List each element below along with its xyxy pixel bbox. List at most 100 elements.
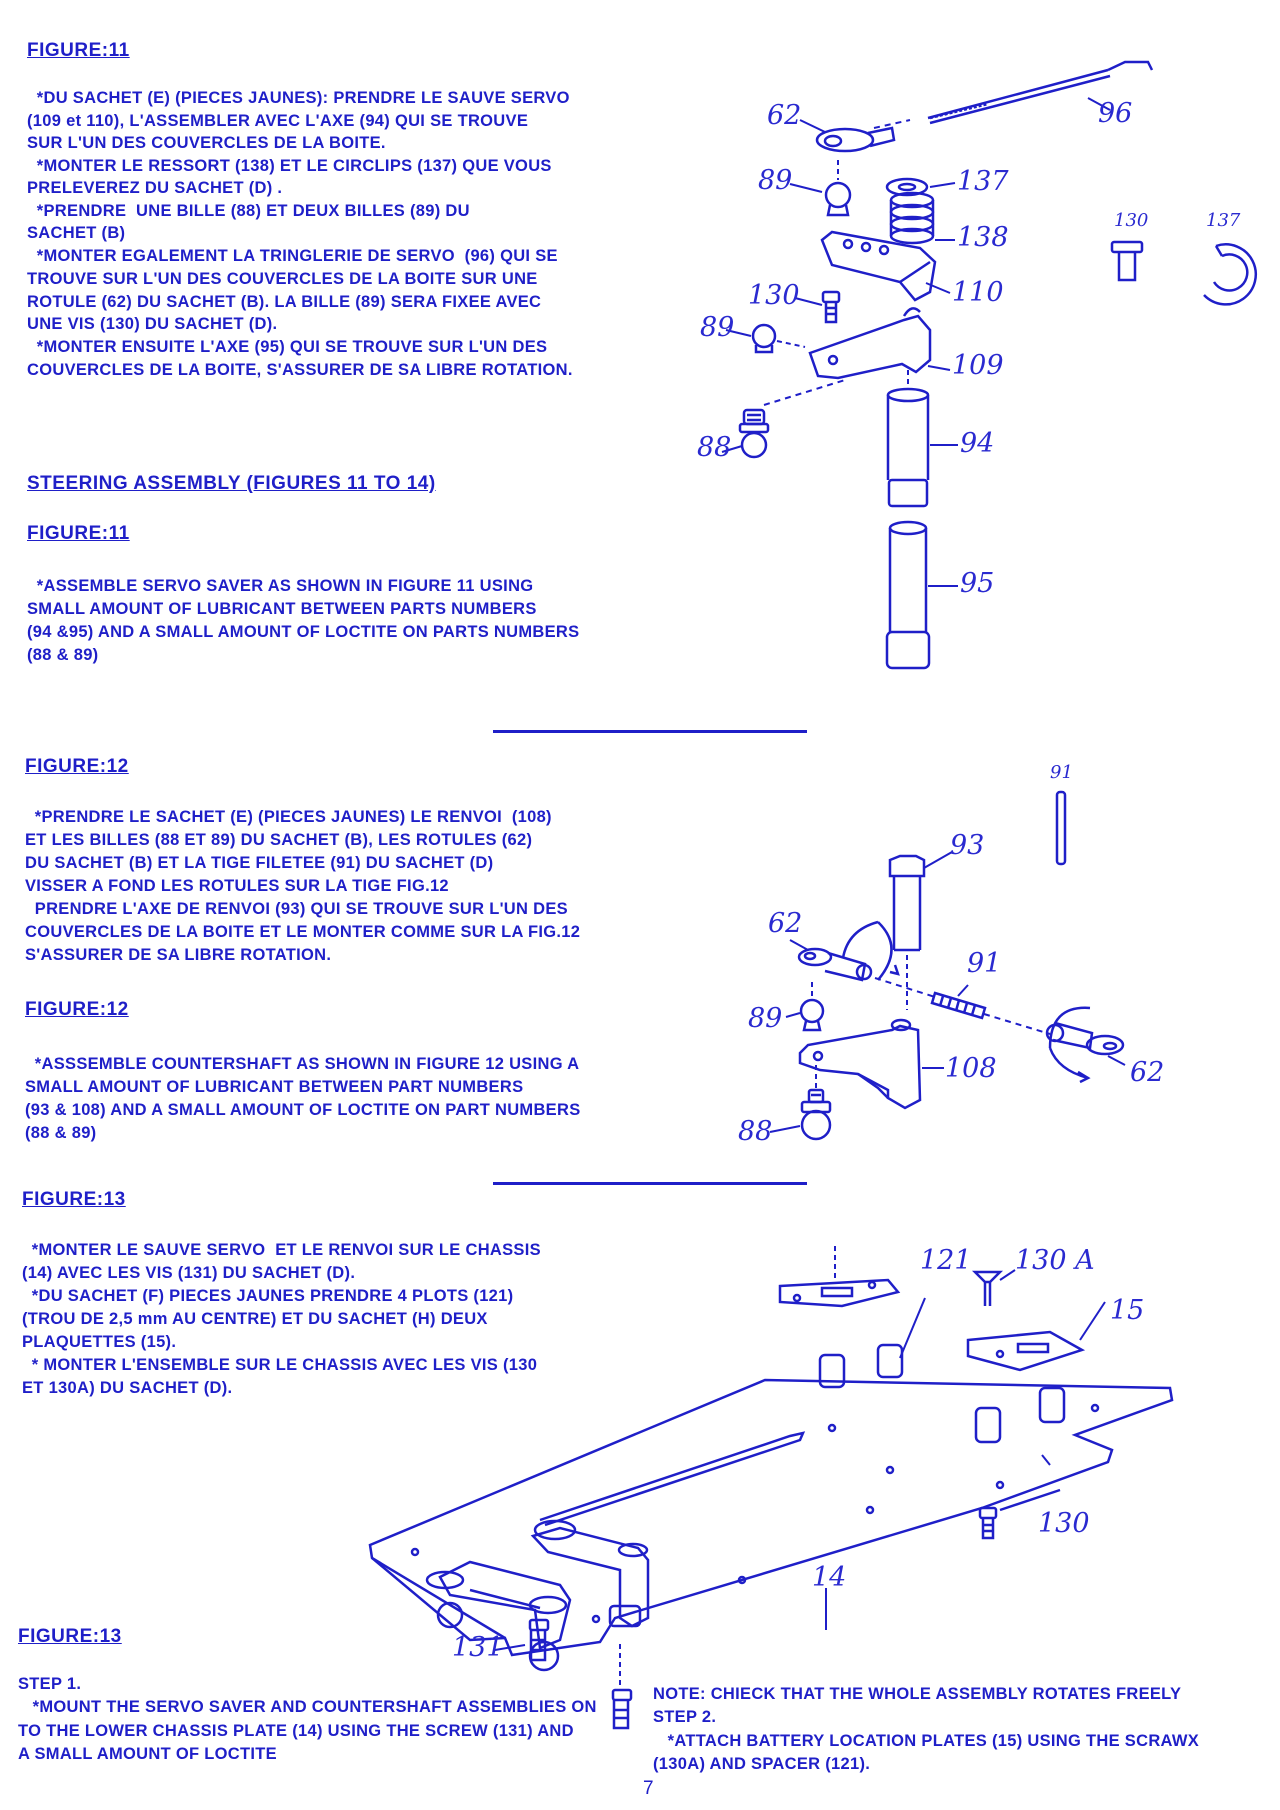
ball-89 — [826, 160, 850, 215]
battery-location-plate-15-left — [780, 1246, 898, 1306]
figure-12-fr-line: COUVERCLES DE LA BOITE ET LE MONTER COMM… — [25, 923, 581, 941]
figure-12-fr-heading: FIGURE:12 — [25, 756, 129, 777]
part-label: 89 — [700, 312, 735, 343]
ball-cup-62-left — [799, 922, 898, 980]
figure-11-fr-line: COUVERCLES DE LA BOITE, S'ASSURER DE SA … — [27, 361, 573, 379]
servo-saver-109 — [810, 308, 930, 378]
figure-11-fr-line: TROUVE SUR L'UN DES COUVERCLES DE LA BOI… — [27, 270, 538, 288]
figure-12-fr-line: S'ASSURER DE SA LIBRE ROTATION. — [25, 946, 332, 964]
figure-12-en-heading: FIGURE:12 — [25, 999, 129, 1020]
figure-13-fr-line: (TROU DE 2,5 mm AU CENTRE) ET DU SACHET … — [22, 1310, 488, 1328]
figure-13-en-line: STEP 1. — [18, 1675, 82, 1693]
part-label: 89 — [758, 165, 793, 196]
threaded-rod-91 — [1057, 792, 1065, 864]
servo-saver-arm-110 — [822, 232, 935, 300]
servo-linkage-rod-96 — [874, 62, 1152, 128]
part-label: 14 — [812, 1562, 847, 1593]
part-label: 91 — [1050, 762, 1073, 783]
figure-13-fr-line: *MONTER LE SAUVE SERVO ET LE RENVOI SUR … — [22, 1241, 541, 1259]
part-label: 15 — [1110, 1295, 1145, 1326]
figure-11-fr-line: PRELEVEREZ DU SACHET (D) . — [27, 179, 283, 197]
figure-12-fr-line: PRENDRE L'AXE DE RENVOI (93) QUI SE TROU… — [25, 900, 568, 918]
part-label: 130 — [1038, 1508, 1090, 1539]
servo-linkage-rod — [540, 1433, 803, 1525]
circlip-137-detail — [1204, 244, 1256, 304]
figure-12-en-line: (93 & 108) AND A SMALL AMOUNT OF LOCTITE… — [25, 1101, 581, 1119]
shaft-94 — [888, 370, 928, 506]
spacer-121 — [820, 1345, 1064, 1442]
spring-138 — [891, 193, 933, 243]
countershaft-axle-93 — [890, 856, 924, 1010]
figure-11-en-line: (88 & 89) — [27, 646, 99, 664]
ball-89 — [801, 982, 823, 1030]
part-label: 131 — [452, 1632, 504, 1663]
figure-12-en-line: (88 & 89) — [25, 1124, 97, 1142]
figure-13-drawing — [0, 1240, 1280, 1780]
figure-13-fr-line: (14) AVEC LES VIS (131) DU SACHET (D). — [22, 1264, 356, 1282]
divider-rule — [493, 730, 807, 733]
figure-11-fr-heading: FIGURE:11 — [27, 40, 130, 61]
screw-130A — [975, 1272, 1000, 1306]
figure-13-fr-line: * MONTER L'ENSEMBLE SUR LE CHASSIS AVEC … — [22, 1356, 538, 1374]
part-label: 96 — [1098, 98, 1133, 129]
figure-12-en-line: *ASSSEMBLE COUNTERSHAFT AS SHOWN IN FIGU… — [25, 1055, 580, 1073]
figure-12-fr-line: *PRENDRE LE SACHET (E) (PIECES JAUNES) L… — [25, 808, 552, 826]
part-label: 110 — [952, 277, 1004, 308]
servo-saver-assembly — [533, 1521, 648, 1626]
countershaft-arm-108 — [800, 1020, 920, 1108]
figure-13-fr-line: ET 130A) DU SACHET (D). — [22, 1379, 233, 1397]
part-label: 62 — [768, 908, 803, 939]
figure-12-fr-line: DU SACHET (B) ET LA TIGE FILETEE (91) DU… — [25, 854, 494, 872]
figure-12-fr-line: ET LES BILLES (88 ET 89) DU SACHET (B), … — [25, 831, 533, 849]
page-number: 7 — [643, 1778, 654, 1799]
screw-130-detail — [1112, 242, 1142, 280]
figure-11-fr-line: *MONTER LE RESSORT (138) ET LE CIRCLIPS … — [27, 157, 552, 175]
figure-13-note-line: STEP 2. — [653, 1708, 717, 1726]
figure-11-fr-line: *MONTER EGALEMENT LA TRINGLERIE DE SERVO… — [27, 247, 558, 265]
figure-13-note-line: *ATTACH BATTERY LOCATION PLATES (15) USI… — [653, 1732, 1200, 1750]
figure-11-fr-line: *PRENDRE UNE BILLE (88) ET DEUX BILLES (… — [27, 202, 470, 220]
part-label: 89 — [748, 1003, 783, 1034]
figure-11-fr-line: UNE VIS (130) DU SACHET (D). — [27, 315, 278, 333]
figure-12-fr-line: VISSER A FOND LES ROTULES SUR LA TIGE FI… — [25, 877, 449, 895]
ball-88 — [802, 1065, 830, 1139]
figure-11-fr-line: *DU SACHET (E) (PIECES JAUNES): PRENDRE … — [27, 89, 570, 107]
circlip-137 — [887, 179, 927, 195]
battery-location-plate-15-right — [968, 1332, 1082, 1370]
figure-11-fr-line: SACHET (B) — [27, 224, 126, 242]
part-label: 109 — [952, 350, 1004, 381]
part-label: 88 — [697, 432, 732, 463]
figure-13-fr-line: PLAQUETTES (15). — [22, 1333, 177, 1351]
ball-cup-62 — [817, 128, 894, 151]
figure-12-en-line: SMALL AMOUNT OF LUBRICANT BETWEEN PART N… — [25, 1078, 524, 1096]
figure-13-note-line: NOTE: CHIECK THAT THE WHOLE ASSEMBLY ROT… — [653, 1685, 1182, 1703]
figure-13-fr-heading: FIGURE:13 — [22, 1189, 126, 1210]
part-label: 130 — [748, 280, 800, 311]
ball-cup-62-right — [1047, 1008, 1123, 1082]
part-label: 137 — [957, 166, 1009, 197]
figure-13-note-line: (130A) AND SPACER (121). — [653, 1755, 871, 1773]
part-label: 130 — [1114, 210, 1149, 231]
screw-130 — [823, 292, 839, 322]
part-label: 91 — [967, 948, 1002, 979]
figure-13-fr-line: *DU SACHET (F) PIECES JAUNES PRENDRE 4 P… — [22, 1287, 514, 1305]
figure-11-en-line: *ASSEMBLE SERVO SAVER AS SHOWN IN FIGURE… — [27, 577, 534, 595]
part-label: 95 — [960, 568, 995, 599]
figure-13-en-line: A SMALL AMOUNT OF LOCTITE — [18, 1745, 277, 1763]
figure-11-fr-line: ROTULE (62) DU SACHET (B). LA BILLE (89)… — [27, 293, 542, 311]
ball-89-side — [753, 325, 805, 352]
figure-13-en-heading: FIGURE:13 — [18, 1626, 122, 1647]
figure-11-fr-line: *MONTER ENSUITE L'AXE (95) QUI SE TROUVE… — [27, 338, 548, 356]
figure-13-en-line: TO THE LOWER CHASSIS PLATE (14) USING TH… — [18, 1722, 574, 1740]
figure-11-en-heading: FIGURE:11 — [27, 523, 130, 544]
threaded-rod-91-assembly — [932, 993, 985, 1018]
part-label: 138 — [957, 222, 1009, 253]
axle-95 — [887, 522, 929, 668]
part-label: 94 — [960, 428, 995, 459]
part-label: 108 — [945, 1053, 997, 1084]
part-label: 62 — [767, 100, 802, 131]
ball-88 — [740, 380, 845, 457]
part-label: 62 — [1130, 1057, 1165, 1088]
figure-11-fr-line: (109 et 110), L'ASSEMBLER AVEC L'AXE (94… — [27, 112, 529, 130]
figure-11-en-line: SMALL AMOUNT OF LUBRICANT BETWEEN PARTS … — [27, 600, 537, 618]
